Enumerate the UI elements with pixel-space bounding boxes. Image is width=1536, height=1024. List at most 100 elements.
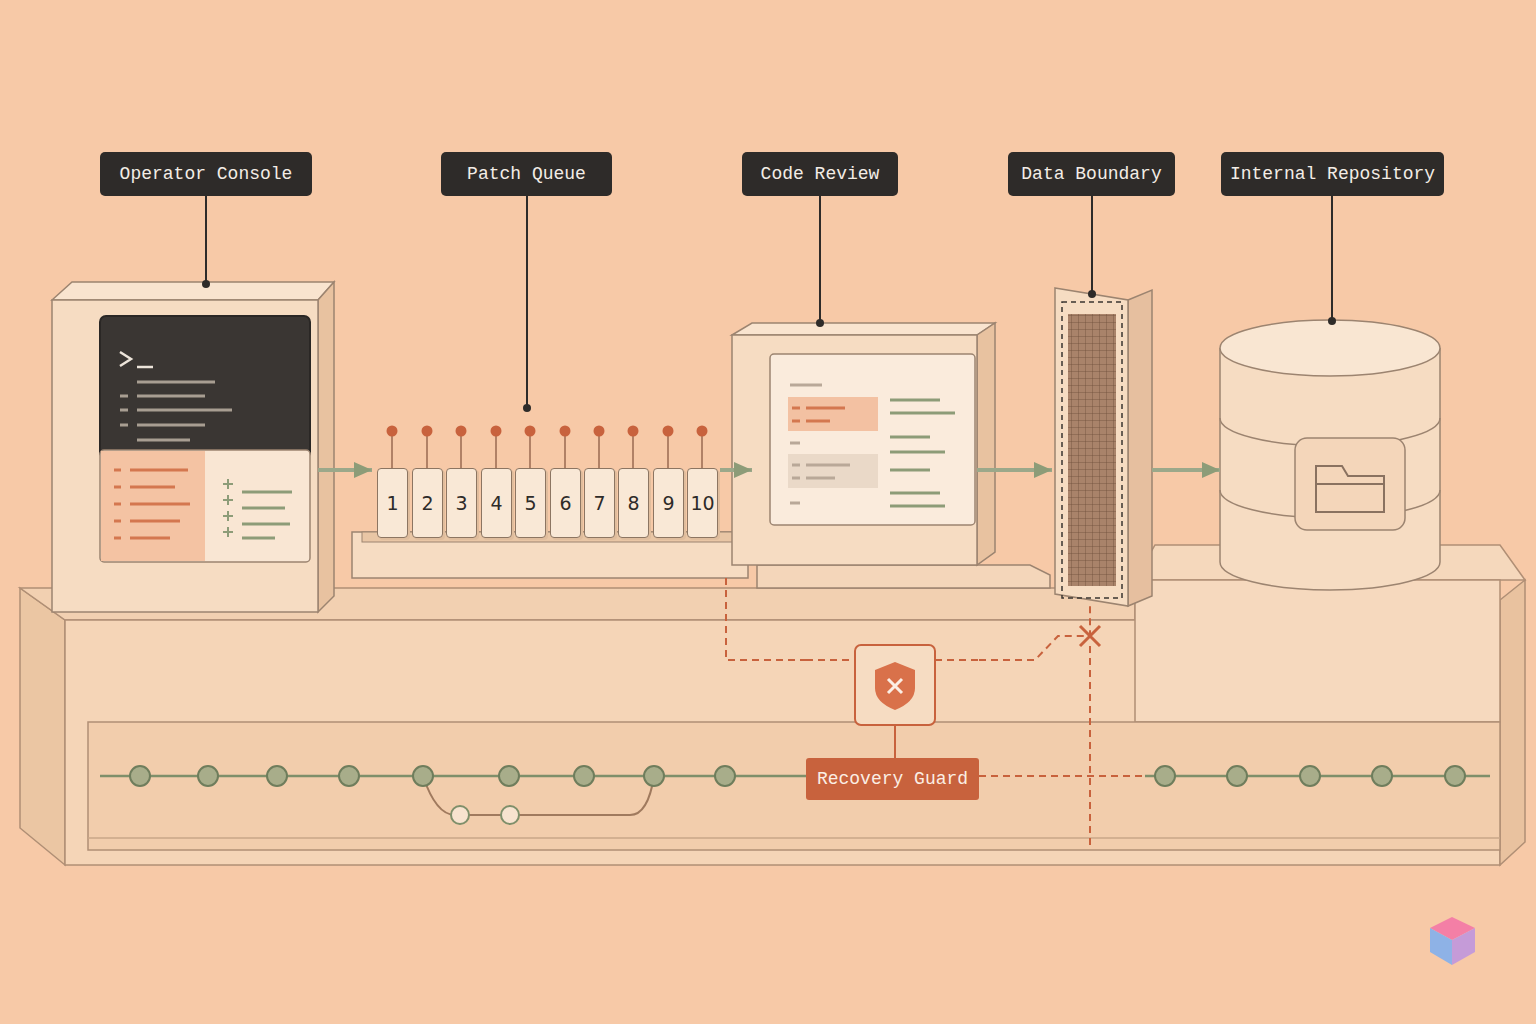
component-tag: Operator Console — [100, 152, 312, 196]
console-side — [318, 282, 334, 612]
patch-tile: 10 — [687, 468, 718, 538]
boundary-mesh — [1068, 314, 1116, 586]
diff-line — [130, 486, 175, 489]
code-line — [792, 477, 800, 480]
boundary-panel — [1055, 288, 1128, 606]
component-tag: Internal Repository — [1221, 152, 1444, 196]
boundary-grid — [1068, 314, 1116, 586]
pin-head — [560, 426, 571, 437]
code-line — [790, 442, 800, 445]
terminal-line — [137, 381, 215, 384]
terminal-line — [120, 395, 128, 398]
diff-line — [242, 491, 292, 494]
patch-number: 7 — [585, 469, 614, 537]
flow-arrow — [1152, 468, 1220, 472]
leader-dot — [816, 319, 824, 327]
patch-tile: 8 — [618, 468, 649, 538]
code-line — [890, 399, 940, 402]
flow-arrow — [977, 468, 1052, 472]
shelf-side — [20, 588, 65, 865]
prompt-symbol — [120, 352, 131, 366]
diff-line — [114, 503, 121, 506]
patch-tile: 9 — [653, 468, 684, 538]
guard-link — [726, 578, 806, 660]
patch-number: 6 — [551, 469, 580, 537]
queue-tray — [352, 532, 748, 578]
monitor-side — [977, 323, 995, 565]
diff-removed — [101, 451, 205, 561]
patch-number: 1 — [378, 469, 407, 537]
patch-number: 10 — [688, 469, 717, 537]
monitor-front — [732, 335, 977, 565]
pin-head — [594, 426, 605, 437]
terminal-line — [137, 439, 190, 442]
commit-dot — [1155, 766, 1175, 786]
timeline-channel — [88, 722, 1500, 850]
diff-line — [130, 520, 180, 523]
code-line — [792, 407, 800, 410]
patch-number: 5 — [516, 469, 545, 537]
diff-line — [242, 537, 275, 540]
code-line — [790, 502, 800, 505]
shield-badge — [855, 645, 935, 725]
diff-line — [130, 469, 188, 472]
code-line — [790, 384, 822, 387]
console-front — [52, 300, 318, 612]
watermark-cube — [1452, 928, 1475, 965]
diff-panel — [100, 450, 310, 562]
code-line — [792, 464, 800, 467]
guard-link — [806, 659, 855, 661]
console-top — [52, 282, 334, 300]
leader-line — [205, 196, 207, 282]
folder-badge — [1295, 438, 1405, 530]
leader-dot — [202, 280, 210, 288]
monitor-base — [757, 565, 1050, 588]
diff-line — [114, 520, 121, 523]
code-line — [806, 407, 845, 410]
diff-line — [242, 523, 290, 526]
recovery-guard: Recovery Guard — [806, 645, 979, 800]
code-line — [806, 477, 835, 480]
pin-head — [525, 426, 536, 437]
flow-arrow — [318, 468, 372, 472]
boundary-side — [1128, 290, 1152, 606]
terminal-line — [137, 395, 205, 398]
code-line — [806, 420, 830, 423]
leader-dot — [523, 404, 531, 412]
review-screen — [770, 354, 975, 525]
diff-line — [114, 537, 121, 540]
leader-line — [526, 196, 528, 406]
context-highlight — [788, 454, 878, 488]
commit-dot — [413, 766, 433, 786]
patch-tile: 6 — [550, 468, 581, 538]
folder-icon — [1316, 466, 1384, 512]
diff-line — [130, 503, 190, 506]
patch-tile: 4 — [481, 468, 512, 538]
pin-head — [697, 426, 708, 437]
patch-tile: 5 — [515, 468, 546, 538]
commit-dot — [339, 766, 359, 786]
guard-link — [935, 659, 979, 661]
console-station: Operator Console — [52, 282, 318, 612]
component-tag: Patch Queue — [441, 152, 612, 196]
diff-line — [114, 469, 121, 472]
pin-head — [422, 426, 433, 437]
leader-line — [819, 196, 821, 321]
channel-edge — [88, 837, 1500, 839]
code-line — [890, 451, 945, 454]
repository-top — [1220, 320, 1440, 376]
repository-cylinder: Internal Repository — [1220, 318, 1440, 578]
commit-dot — [1372, 766, 1392, 786]
commit-dot — [499, 766, 519, 786]
terminal-line — [120, 424, 128, 427]
pin-head — [456, 426, 467, 437]
commit-dot — [644, 766, 664, 786]
shield-icon — [875, 662, 915, 710]
commit-dot — [1445, 766, 1465, 786]
commit-dot — [715, 766, 735, 786]
review-station: Code Review — [752, 323, 977, 585]
code-line — [890, 412, 955, 415]
monitor-top — [732, 323, 995, 335]
diff-line — [130, 537, 170, 540]
